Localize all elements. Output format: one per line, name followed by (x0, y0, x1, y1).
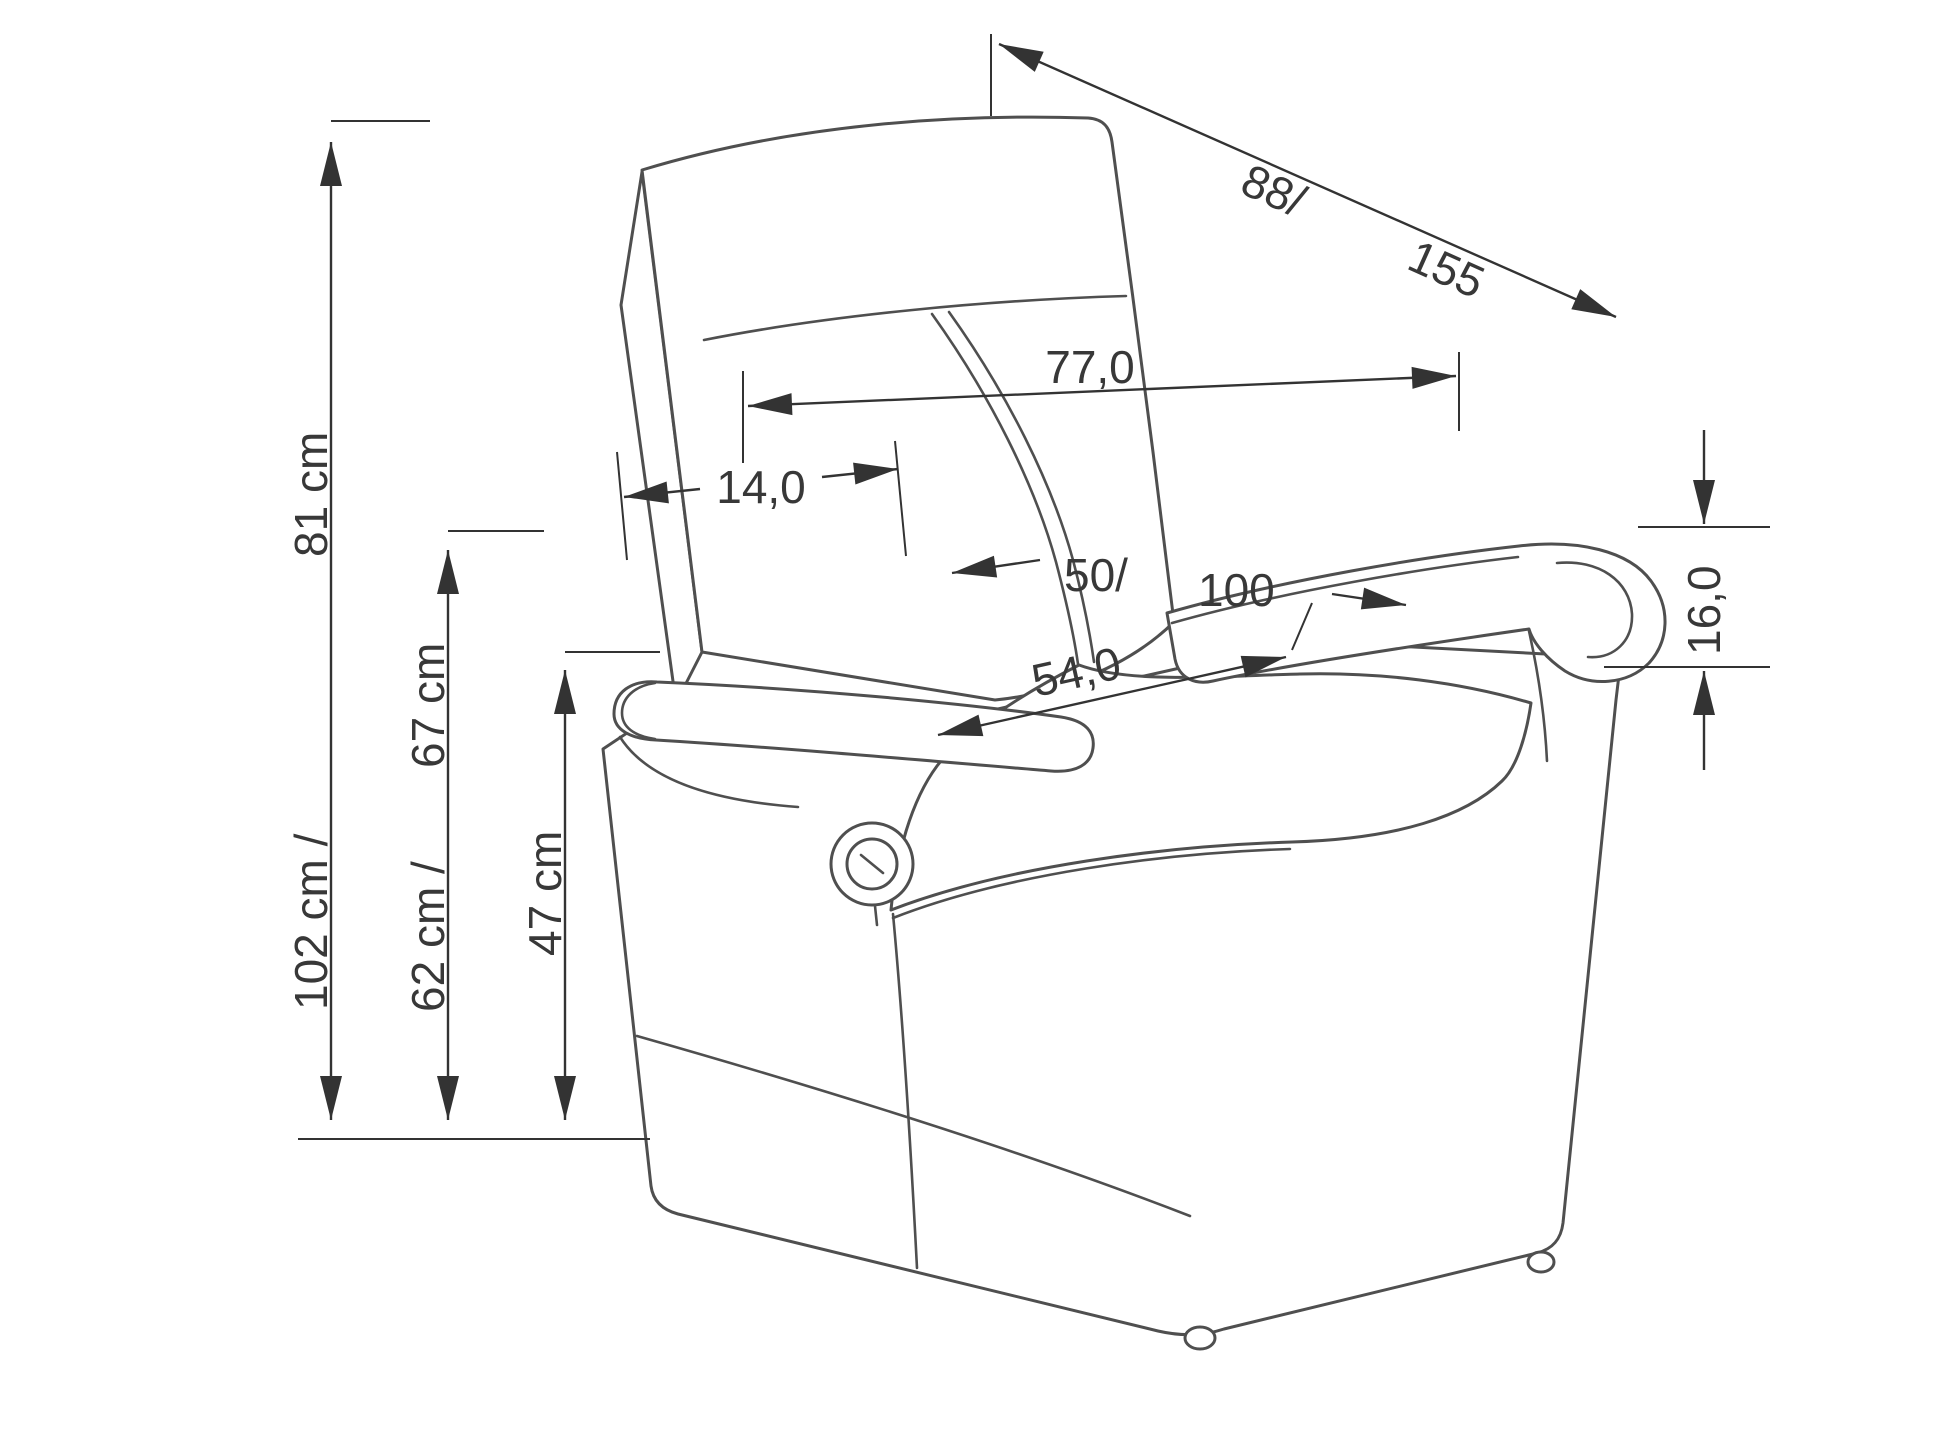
dimension-line (747, 366, 1457, 416)
dim-armrest-roll: 16,0 (1604, 430, 1770, 770)
dimension-arrow-left (951, 555, 1041, 578)
dim-total-height-label-lower: 102 cm / (285, 833, 337, 1010)
right-armrest-piping (1170, 555, 1520, 625)
dim-seat-width-label-b: 100 (1198, 564, 1275, 616)
front-panel-seam (635, 1034, 1192, 1218)
dim-back-side: 14,0 (616, 440, 907, 561)
dim-seat-width: 50/ 100 (951, 549, 1407, 616)
dim-seat-height: 47 cm (519, 651, 660, 1120)
dimension-arrow-right (821, 462, 899, 485)
dim-back-side-label: 14,0 (716, 461, 806, 513)
extension-line (1291, 602, 1313, 651)
right-armrest (1165, 542, 1667, 684)
left-armrest-cap-piping (620, 681, 657, 741)
right-armrest-scroll (1555, 561, 1634, 659)
left-armrest-skirt (618, 735, 800, 809)
dim-depth-label-a: 88/ (1234, 154, 1314, 228)
front-corner-seam (891, 912, 919, 1270)
right-foot (1526, 1250, 1556, 1274)
dimension-line (998, 42, 1617, 319)
dimension-arrow-left (623, 481, 701, 504)
dim-back-width-label: 77,0 (1045, 341, 1135, 393)
dim-armrest-roll-label: 16,0 (1678, 565, 1730, 655)
power-button-slot (859, 853, 885, 875)
dim-total-height-label-upper: 81 cm (285, 432, 337, 557)
dimension-line (937, 655, 1287, 737)
front-foot (1183, 1325, 1217, 1351)
extension-line (894, 440, 907, 557)
dim-seat-height-label: 47 cm (519, 831, 571, 956)
dim-depth-label-b: 155 (1401, 230, 1492, 309)
seat-front-edge (891, 847, 1292, 920)
chair-drawing (601, 115, 1667, 1351)
dimension-arrow-right (1331, 587, 1407, 610)
right-armrest-front-edge (1527, 629, 1549, 763)
dim-armrest-height: 67 cm 62 cm / (402, 530, 544, 1120)
extension-line (616, 451, 628, 561)
dim-seat-width-label-a: 50/ (1064, 549, 1128, 601)
left-armrest-pad (612, 680, 1095, 773)
power-button-stem (873, 904, 879, 927)
backrest (640, 115, 1176, 702)
dim-armrest-height-label-lower: 62 cm / (402, 861, 454, 1012)
dim-armrest-height-label-upper: 67 cm (402, 643, 454, 768)
dim-total-height: 81 cm 102 cm / (285, 120, 430, 1120)
dim-back-width: 77,0 (742, 341, 1460, 463)
